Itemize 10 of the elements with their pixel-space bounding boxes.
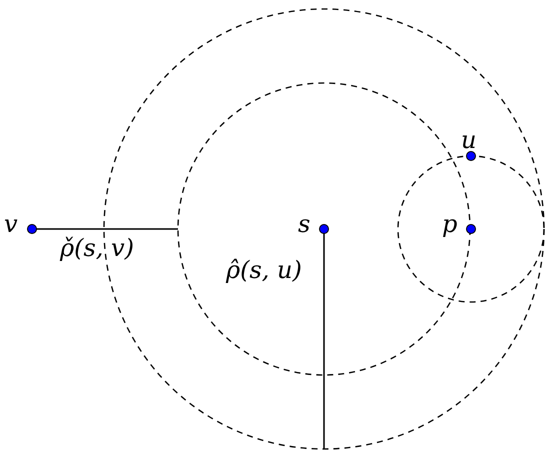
point-label: v <box>4 212 18 236</box>
point-marker <box>466 151 476 161</box>
distance-label: ρ̂(s, u) <box>226 258 302 282</box>
point-label: p <box>442 212 458 236</box>
point-marker <box>466 224 476 234</box>
point-marker <box>319 224 329 234</box>
point-label: s <box>298 212 310 236</box>
point-label: u <box>461 128 476 152</box>
distance-label: ρ̌(s, v) <box>60 236 134 260</box>
point-marker <box>27 224 37 234</box>
